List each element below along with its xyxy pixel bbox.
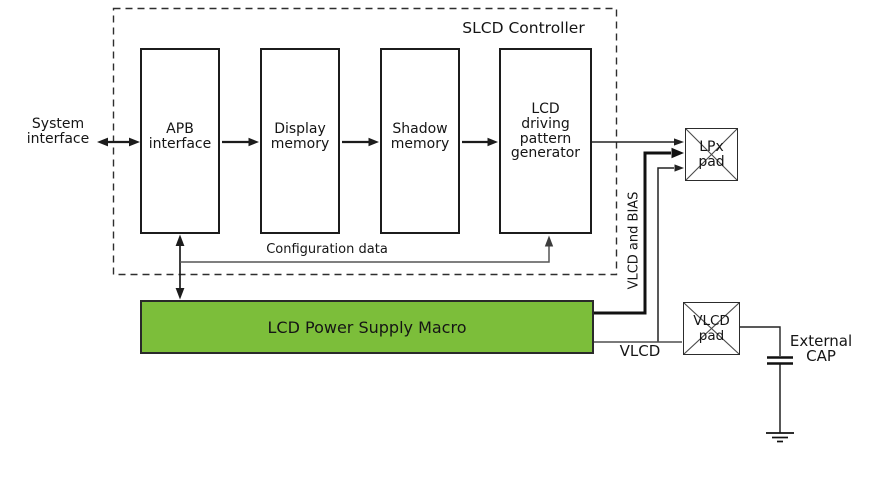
configuration-data-line [180, 235, 554, 263]
arrow-shadow-generator [462, 137, 498, 147]
vlcd-bias-bus-line [593, 147, 684, 315]
lcd-power-supply-macro-block: LCD Power Supply Macro [140, 300, 594, 354]
apb-interface-label: APB interface [148, 120, 212, 152]
vlcd-pad-label: VLCD pad [693, 313, 730, 344]
shadow-memory-block: Shadow memory [380, 48, 460, 234]
display-memory-label: Display memory [270, 120, 330, 152]
arrow-apb-power [175, 234, 185, 300]
arrow-apb-display [222, 137, 259, 147]
capacitor-symbol [767, 356, 793, 433]
shadow-memory-label: Shadow memory [390, 120, 450, 152]
lpx-pad-label: LPx pad [698, 138, 725, 170]
vlcd-to-lpx-line [657, 164, 684, 342]
pad-cross-icon [686, 129, 737, 180]
arrow-system-apb [97, 137, 140, 147]
vlcd-label: VLCD [619, 342, 661, 360]
vlcd-pad: VLCD pad [683, 302, 740, 355]
ground-symbol [766, 432, 794, 443]
apb-interface-block: APB interface [140, 48, 220, 234]
configuration-data-label: Configuration data [266, 242, 388, 257]
external-cap-label: External CAP [789, 332, 853, 365]
vlcd-pad-to-cap-line [740, 326, 781, 356]
arrow-display-shadow [342, 137, 379, 147]
lcd-pattern-generator-label: LCD driving pattern generator [510, 100, 581, 162]
vlcd-and-bias-label: VLCD and BIAS [626, 191, 642, 290]
system-interface-label: System interface [26, 116, 90, 147]
lpx-pad: LPx pad [685, 128, 738, 181]
arrow-generator-lpx [592, 138, 684, 146]
slcd-controller-title: SLCD Controller [462, 19, 585, 37]
lcd-power-supply-macro-label: LCD Power Supply Macro [267, 317, 467, 337]
pad-cross-icon [684, 303, 739, 354]
display-memory-block: Display memory [260, 48, 340, 234]
lcd-pattern-generator-block: LCD driving pattern generator [499, 48, 592, 234]
